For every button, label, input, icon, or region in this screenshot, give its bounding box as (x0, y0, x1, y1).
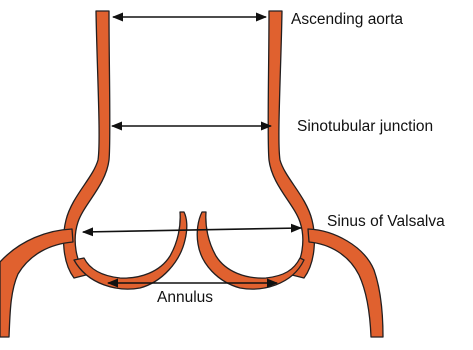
left-sinus-cusp (74, 212, 187, 289)
ascending-aorta-label: Ascending aorta (291, 11, 403, 28)
sinotubular-junction-label: Sinotubular junction (297, 118, 433, 135)
right-sinus-cusp (197, 212, 304, 289)
sinus-of-valsalva-arrow (83, 228, 301, 232)
annulus-label: Annulus (157, 289, 213, 306)
right-outflow-wall (308, 229, 383, 337)
left-outflow-wall (0, 229, 73, 337)
right-aortic-wall (268, 11, 314, 278)
sinus-of-valsalva-label: Sinus of Valsalva (327, 213, 445, 230)
